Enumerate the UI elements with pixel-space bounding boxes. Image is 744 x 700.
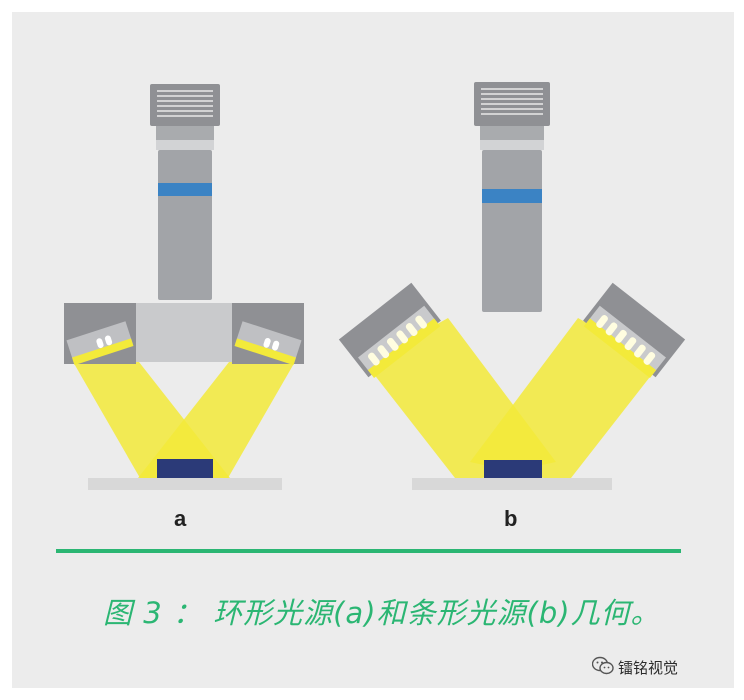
bar-light-right bbox=[583, 282, 686, 378]
lens-band-b bbox=[482, 189, 542, 203]
figure-caption: 图 3 ： 环形光源(a)和条形光源(b)几何。 bbox=[103, 596, 661, 630]
ring-light-diagram: a bbox=[64, 84, 304, 531]
label-a: a bbox=[174, 506, 187, 531]
camera-vent-a bbox=[157, 90, 213, 117]
lens-band-a bbox=[158, 183, 212, 196]
ring-led-left bbox=[66, 321, 134, 366]
camera-a bbox=[150, 84, 220, 300]
bar-light-diagram: b bbox=[338, 82, 686, 531]
target-object-a bbox=[157, 459, 213, 478]
watermark-text: 镭铭视觉 bbox=[618, 659, 679, 677]
target-object-b bbox=[484, 460, 542, 478]
ring-led-right bbox=[234, 321, 302, 366]
bar-light-left bbox=[338, 282, 441, 378]
camera-b bbox=[474, 82, 550, 312]
ring-light-aperture bbox=[136, 303, 232, 362]
ring-light-beam-right bbox=[138, 348, 296, 478]
sample-stage-b bbox=[412, 478, 612, 490]
camera-vent-b bbox=[481, 88, 543, 115]
label-b: b bbox=[504, 506, 517, 531]
caption-divider bbox=[56, 549, 681, 553]
sample-stage-a bbox=[88, 478, 282, 490]
wechat-icon bbox=[592, 656, 614, 675]
bar-light-beam-right bbox=[470, 318, 660, 478]
